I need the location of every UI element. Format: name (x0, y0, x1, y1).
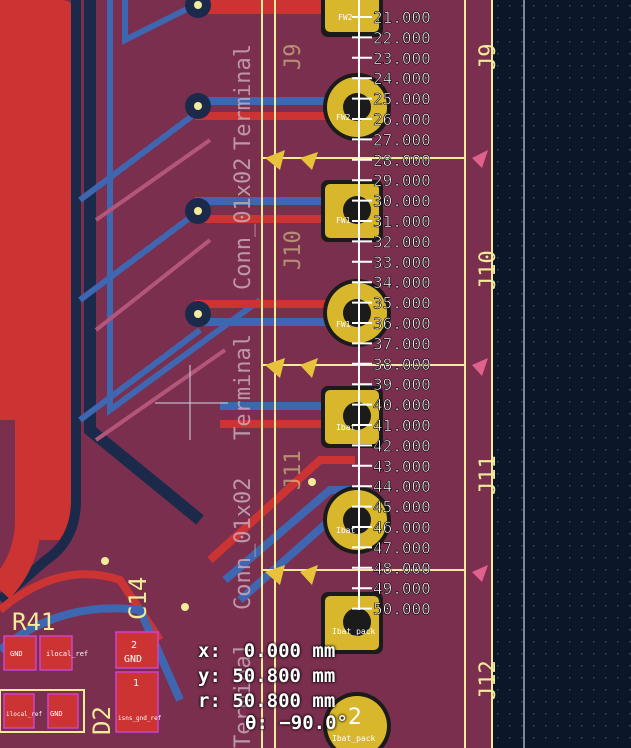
ruler-label: 33.000 (373, 253, 431, 272)
via-group (101, 0, 316, 611)
ruler-label: 48.000 (373, 559, 431, 578)
pad-label: Ibat_pack (332, 627, 376, 636)
board-substrate (0, 0, 492, 748)
coord-theta-readout: θ: −90.0° (245, 712, 348, 734)
designator-j9b: J9 (476, 44, 501, 71)
svg-text:ilocal_ref: ilocal_ref (6, 711, 43, 718)
svg-text:C14: C14 (124, 577, 152, 620)
ruler-label: 29.000 (373, 171, 431, 190)
fab-text: Conn_01x02 (231, 478, 256, 610)
cursor-crosshair (155, 365, 228, 440)
ruler-label: 49.000 (373, 579, 431, 598)
pad-label: FW2 (336, 113, 351, 122)
fab-text: Terminal (231, 334, 256, 440)
coord-y-readout: y: 50.800 mm (198, 665, 336, 687)
ruler-label: 50.000 (373, 600, 431, 619)
svg-text:2: 2 (131, 640, 137, 651)
designator-j12: J12 (476, 660, 501, 700)
ruler-label: 25.000 (373, 90, 431, 109)
ruler-label: 42.000 (373, 436, 431, 455)
ruler-label: 47.000 (373, 538, 431, 557)
designator-j9: J9 (281, 44, 306, 71)
back-copper-traces (78, 0, 262, 525)
silkscreen-outlines (261, 0, 466, 748)
ruler-label: 21.000 (373, 8, 431, 27)
fab-text: Terminal (231, 44, 256, 150)
designator-j11: J11 (281, 450, 306, 490)
ruler-label: 35.000 (373, 294, 431, 313)
svg-text:ilocal_ref: ilocal_ref (46, 650, 88, 658)
ruler-label: 39.000 (373, 375, 431, 394)
pad-label: Ibat_pack (332, 734, 376, 743)
ruler-label: 22.000 (373, 28, 431, 47)
ruler-label: 24.000 (373, 69, 431, 88)
svg-text:GND: GND (50, 710, 63, 718)
ruler-label: 30.000 (373, 192, 431, 211)
pad-label: FW1 (336, 216, 351, 225)
coord-r-readout: r: 50.800 mm (198, 690, 336, 712)
ruler-label: 36.000 (373, 314, 431, 333)
pad-label: FW2 (338, 13, 353, 22)
ruler-label: 28.000 (373, 151, 431, 170)
svg-text:R41: R41 (12, 608, 55, 636)
svg-text:isns_gnd_ref: isns_gnd_ref (118, 715, 162, 722)
pad-number: 2 (348, 705, 362, 730)
fab-text: Terminal (231, 642, 256, 748)
copper-trace-main (0, 0, 41, 599)
ruler-label: 46.000 (373, 518, 431, 537)
ruler-label: 32.000 (373, 232, 431, 251)
ruler-label: 34.000 (373, 273, 431, 292)
ruler-label: 26.000 (373, 110, 431, 129)
pad-label: FW1 (336, 320, 351, 329)
ruler-label: 23.000 (373, 49, 431, 68)
designator-j11b: J11 (476, 455, 501, 495)
coord-x-readout: x: 0.000 mm (198, 640, 336, 662)
svg-text:GND: GND (10, 650, 23, 658)
svg-text:1: 1 (133, 678, 139, 689)
ruler-label: 37.000 (373, 334, 431, 353)
designator-j10: J10 (281, 230, 306, 270)
component-c14: C14 2 GND 1 isns_gnd_ref (115, 577, 162, 733)
designator-j10b: J10 (476, 250, 501, 290)
copper-pour-left (0, 0, 16, 420)
grid-background (490, 0, 631, 748)
pad-label: Ibat (336, 526, 355, 535)
ratsnest-arrows (472, 150, 488, 582)
ruler-label: 31.000 (373, 212, 431, 231)
ruler-label: 45.000 (373, 498, 431, 517)
ruler-label: 38.000 (373, 355, 431, 374)
ruler-label: 40.000 (373, 396, 431, 415)
ruler-label: 27.000 (373, 130, 431, 149)
designator-d2: D2 (88, 706, 116, 735)
ruler-label: 44.000 (373, 477, 431, 496)
fab-text: Conn_01x02 (231, 158, 256, 290)
component-r41: R41 GND ilocal_ref ilocal_ref GND (0, 608, 88, 733)
clearance-outline (0, 0, 81, 604)
svg-text:GND: GND (124, 654, 142, 665)
connector-pads (321, 0, 391, 748)
ruler-label: 43.000 (373, 457, 431, 476)
pad-label: Ibat (336, 423, 355, 432)
ruler-label: 41.000 (373, 416, 431, 435)
pin-markers (265, 150, 318, 585)
